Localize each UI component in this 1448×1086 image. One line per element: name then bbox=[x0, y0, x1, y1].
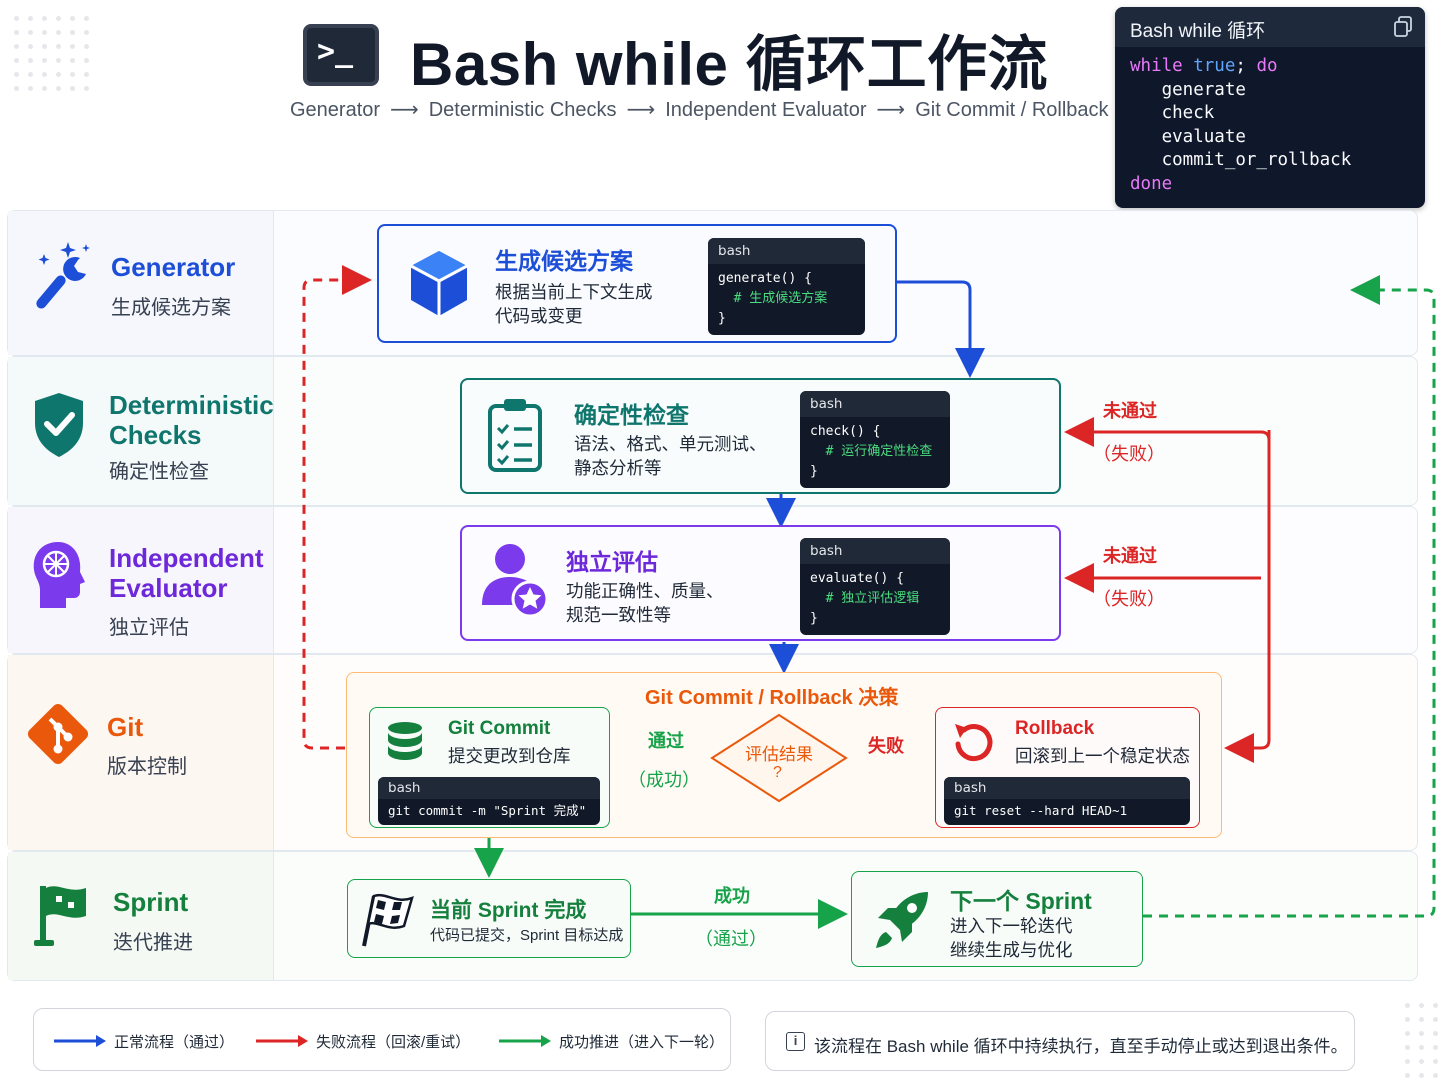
code-panel-title: Bash while 循环 bbox=[1130, 21, 1266, 42]
card-description: 回滚到上一个稳定状态 bbox=[1015, 746, 1190, 766]
label-fail-eval-sub: （失败） bbox=[1093, 589, 1165, 609]
flag-icon bbox=[34, 886, 86, 946]
card-title: 独立评估 bbox=[566, 549, 658, 575]
code-lang: bash bbox=[800, 391, 950, 417]
undo-icon bbox=[955, 724, 993, 762]
shield-check-icon bbox=[35, 393, 83, 457]
code-lang: bash bbox=[708, 238, 865, 264]
pipeline-breadcrumb: Generator ⟶ Deterministic Checks ⟶ Independe… bbox=[290, 97, 1109, 122]
code-snippet: bash evaluate() { # 独立评估逻辑 } bbox=[800, 538, 950, 635]
git-logo-icon bbox=[27, 703, 89, 765]
lane-title-git: Git bbox=[107, 712, 144, 742]
legend-failure: 失败流程（回滚/重试） bbox=[316, 1034, 471, 1051]
code-lang: bash bbox=[378, 777, 600, 799]
card-description: 语法、格式、单元测试、静态分析等 bbox=[574, 434, 767, 478]
code-snippet: bash check() { # 运行确定性检查 } bbox=[800, 391, 950, 488]
label-fail-check-sub: （失败） bbox=[1093, 444, 1165, 464]
lane-subtitle-checks: 确定性检查 bbox=[109, 461, 209, 483]
code-snippet: bash git commit -m "Sprint 完成" bbox=[378, 777, 600, 825]
card-description: 根据当前上下文生成代码或变更 bbox=[495, 282, 653, 326]
clipboard-checklist-icon bbox=[488, 399, 542, 472]
card-title: 当前 Sprint 完成 bbox=[430, 899, 587, 922]
code-lang: bash bbox=[944, 777, 1190, 799]
copy-icon[interactable] bbox=[1393, 16, 1413, 38]
lane-subtitle-git: 版本控制 bbox=[107, 756, 187, 778]
lane-title-generator: Generator bbox=[111, 252, 236, 282]
card-description: 提交更改到仓库 bbox=[448, 746, 571, 766]
label-success: 成功 bbox=[714, 886, 750, 906]
arrow-right-icon: ⟶ bbox=[876, 99, 906, 121]
lane-header bbox=[8, 852, 274, 980]
code-snippet: bash git reset --hard HEAD~1 bbox=[944, 777, 1190, 825]
checkered-flag-icon bbox=[362, 893, 414, 947]
code-lang: bash bbox=[800, 538, 950, 564]
terminal-icon: >_ bbox=[303, 24, 379, 86]
card-generate[interactable]: 生成候选方案 根据当前上下文生成代码或变更 bash generate() { … bbox=[377, 224, 897, 343]
decision-diamond bbox=[710, 713, 848, 803]
label-fail-check: 未通过 bbox=[1103, 401, 1157, 421]
card-git-commit[interactable]: Git Commit 提交更改到仓库 bash git commit -m "S… bbox=[369, 707, 610, 828]
card-title: Rollback bbox=[1015, 718, 1095, 739]
card-check[interactable]: 确定性检查 语法、格式、单元测试、静态分析等 bash check() { # … bbox=[460, 378, 1061, 494]
user-star-icon bbox=[482, 544, 549, 618]
decision-title: Git Commit / Rollback 决策 bbox=[645, 687, 899, 709]
pipeline-step: Git Commit / Rollback bbox=[915, 99, 1109, 121]
pipeline-step: Generator bbox=[290, 99, 381, 121]
legend-blue-arrow bbox=[54, 1035, 106, 1047]
database-icon bbox=[388, 722, 422, 760]
card-description: 进入下一轮迭代继续生成与优化 bbox=[950, 916, 1073, 960]
dot-pattern-bottom-right bbox=[1405, 1003, 1438, 1078]
arrow-right-icon: ⟶ bbox=[390, 99, 419, 121]
pipeline-step: Deterministic Checks bbox=[428, 99, 617, 121]
pipeline-step: Independent Evaluator bbox=[665, 99, 867, 121]
card-sprint-done[interactable]: 当前 Sprint 完成 代码已提交，Sprint 目标达成 bbox=[347, 879, 631, 958]
legend-normal: 正常流程（通过） bbox=[114, 1034, 235, 1051]
legend-green-arrow bbox=[499, 1035, 551, 1047]
lane-subtitle-evaluator: 独立评估 bbox=[109, 617, 189, 639]
card-title: 下一个 Sprint bbox=[950, 888, 1092, 914]
loop-code-panel: Bash while 循环 while true; do generate ch… bbox=[1115, 7, 1425, 208]
label-pass-sub: （成功） bbox=[628, 770, 700, 790]
card-next-sprint[interactable]: 下一个 Sprint 进入下一轮迭代继续生成与优化 bbox=[851, 871, 1143, 967]
rocket-icon bbox=[876, 892, 928, 948]
lane-sprint bbox=[7, 851, 1418, 981]
info-icon: i bbox=[786, 1032, 805, 1051]
card-title: Git Commit bbox=[448, 718, 551, 739]
arrow-right-icon: ⟶ bbox=[626, 99, 656, 121]
lane-subtitle-sprint: 迭代推进 bbox=[113, 932, 193, 954]
code-panel-header: Bash while 循环 bbox=[1115, 7, 1425, 47]
label-success-sub: （通过） bbox=[695, 929, 767, 949]
card-title: 确定性检查 bbox=[574, 402, 689, 428]
legend-advance: 成功推进（进入下一轮） bbox=[559, 1034, 725, 1051]
card-title: 生成候选方案 bbox=[495, 248, 633, 274]
diamond-question: ? bbox=[773, 764, 782, 781]
label-fail: 失败 bbox=[868, 736, 904, 756]
page-title: Bash while 循环工作流 bbox=[410, 31, 1049, 98]
loop-note: i 该流程在 Bash while 循环中持续执行，直至手动停止或达到退出条件。 bbox=[765, 1011, 1355, 1071]
card-description: 代码已提交，Sprint 目标达成 bbox=[430, 927, 624, 944]
note-text: 该流程在 Bash while 循环中持续执行，直至手动停止或达到退出条件。 bbox=[814, 1037, 1348, 1056]
brain-head-icon bbox=[33, 542, 85, 608]
lane-subtitle-generator: 生成候选方案 bbox=[111, 297, 231, 319]
dot-pattern-top-left bbox=[14, 16, 89, 91]
label-pass: 通过 bbox=[648, 731, 684, 751]
lane-title-sprint: Sprint bbox=[113, 887, 189, 917]
label-fail-eval: 未通过 bbox=[1103, 546, 1157, 566]
loop-code: while true; do generate check evaluate c… bbox=[1130, 56, 1352, 194]
cube-icon bbox=[410, 251, 468, 316]
legend: 正常流程（通过） 失败流程（回滚/重试） 成功推进（进入下一轮） bbox=[33, 1008, 731, 1071]
card-evaluate[interactable]: 独立评估 功能正确性、质量、规范一致性等 bash evaluate() { #… bbox=[460, 525, 1061, 641]
code-snippet: bash generate() { # 生成候选方案 } bbox=[708, 238, 865, 335]
card-description: 功能正确性、质量、规范一致性等 bbox=[566, 581, 724, 625]
diamond-label: 评估结果 bbox=[745, 745, 813, 764]
magic-wrench-icon bbox=[36, 242, 90, 309]
card-rollback[interactable]: Rollback 回滚到上一个稳定状态 bash git reset --har… bbox=[935, 707, 1200, 828]
legend-red-arrow bbox=[256, 1035, 308, 1047]
